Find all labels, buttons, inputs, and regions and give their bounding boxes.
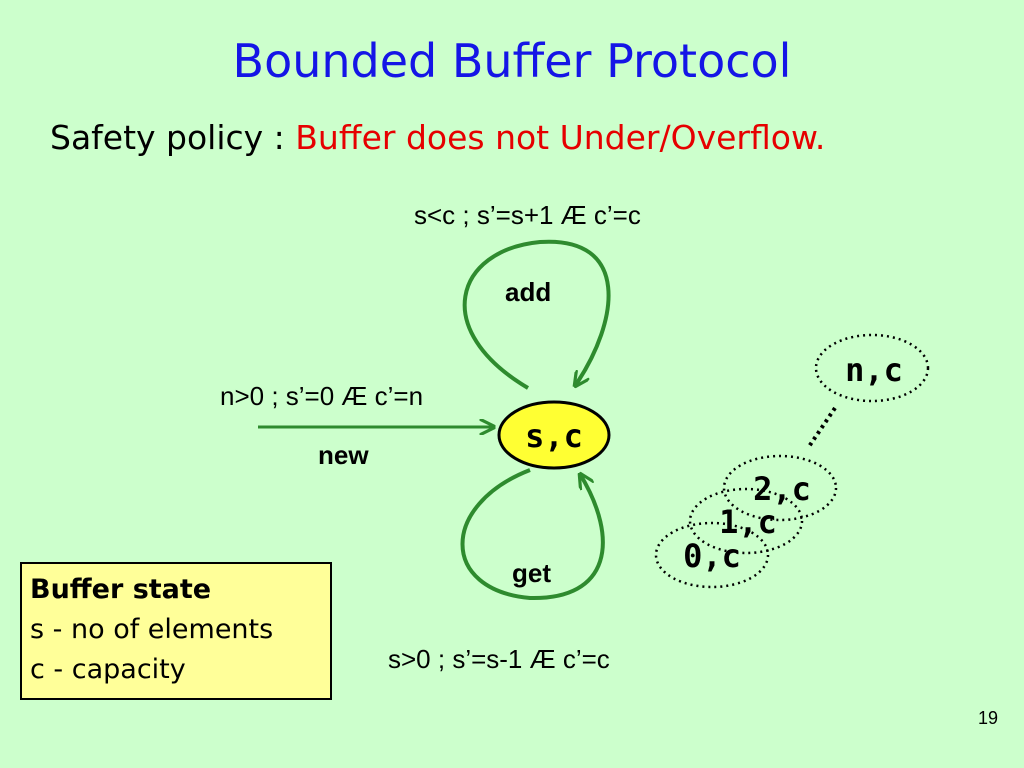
state-0-label: 0,c <box>683 537 741 575</box>
new-guard: n>0 ; s’=0 Æ c’=n <box>220 381 424 411</box>
buffer-state-legend: Buffer state s - no of elements c - capa… <box>20 562 332 700</box>
add-loop-arrow <box>462 239 611 388</box>
legend-line-s: s - no of elements <box>30 614 274 645</box>
page-number: 19 <box>978 708 999 728</box>
new-label: new <box>318 440 369 470</box>
get-loop-arrow <box>460 468 605 601</box>
state-2-label: 2,c <box>753 470 811 508</box>
add-label: add <box>505 277 552 307</box>
state-n <box>814 333 930 403</box>
ellipsis-connector <box>806 406 837 450</box>
state-2 <box>722 454 838 522</box>
state-0 <box>654 521 770 589</box>
get-label: get <box>512 558 551 588</box>
add-guard: s<c ; s’=s+1 Æ c’=c <box>414 200 641 230</box>
current-state <box>497 400 611 470</box>
safety-policy: Safety policy : Buffer does not Under/Ov… <box>50 118 825 157</box>
get-guard: s>0 ; s’=s-1 Æ c’=c <box>388 644 610 674</box>
slide-title: Bounded Buffer Protocol <box>232 34 792 88</box>
state-1 <box>688 487 804 555</box>
legend-line-c: c - capacity <box>30 654 186 685</box>
state-n-label: n,c <box>845 351 903 389</box>
legend-title: Buffer state <box>30 574 212 605</box>
safety-policy-text: Buffer does not Under/Overflow. <box>295 118 826 157</box>
safety-policy-prefix: Safety policy : <box>50 118 296 157</box>
current-state-label: s,c <box>525 417 583 455</box>
state-1-label: 1,c <box>719 503 777 541</box>
